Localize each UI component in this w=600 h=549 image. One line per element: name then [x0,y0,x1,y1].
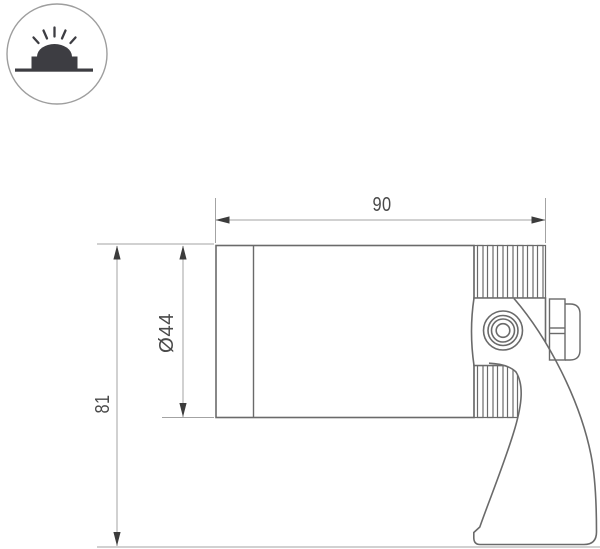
height-dimension-label: 81 [92,395,114,414]
arrow-right-icon [531,216,546,224]
cable-gland-dome [565,303,581,361]
pivot-knob [482,310,524,351]
arrow-down-icon [113,532,121,546]
spotlight-fixture [215,244,598,546]
diameter-dimension-label: Ø44 [156,313,178,353]
bracket-arm-outline [473,297,598,546]
cable-gland [548,298,581,361]
icon-lamp-base [31,56,78,69]
icon-light-rays [32,26,77,45]
heatsink-top-fins [473,244,547,299]
arrow-left-icon [215,216,230,224]
arrow-up-icon [179,245,187,260]
icon-lamp-dome [37,44,72,57]
arrow-up-icon [113,245,121,260]
surface-mount-light-icon [6,3,108,105]
cable-gland-nut [548,298,566,361]
dimension-arrows [113,216,546,546]
spotlight-body [215,244,475,419]
icon-ground-bar [15,68,93,72]
bracket-arm-fill [473,298,597,545]
width-dimension-label: 90 [373,194,392,216]
dimension-lines [97,198,600,548]
arrow-down-icon [179,403,187,417]
